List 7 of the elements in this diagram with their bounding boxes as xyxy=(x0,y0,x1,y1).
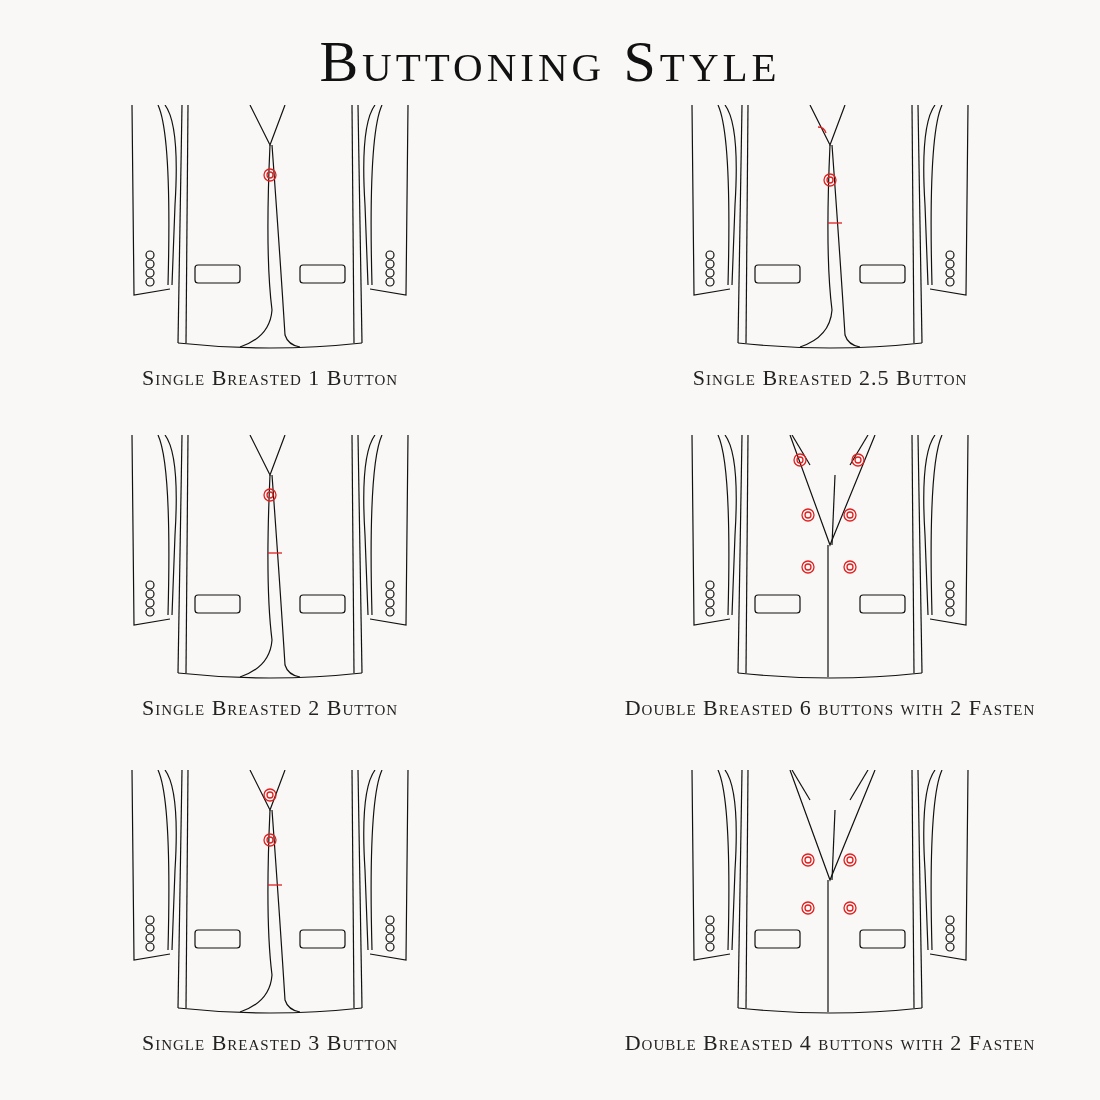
caption: Single Breasted 3 Button xyxy=(140,1030,400,1056)
caption: Single Breasted 2 Button xyxy=(140,695,400,721)
caption: Double Breasted 6 buttons with 2 Fasten xyxy=(623,695,1037,721)
title: Buttoning Style xyxy=(318,28,782,95)
caption: Single Breasted 1 Button xyxy=(140,365,400,391)
caption: Single Breasted 2.5 Button xyxy=(691,365,969,391)
caption: Double Breasted 4 buttons with 2 Fasten xyxy=(623,1030,1037,1056)
